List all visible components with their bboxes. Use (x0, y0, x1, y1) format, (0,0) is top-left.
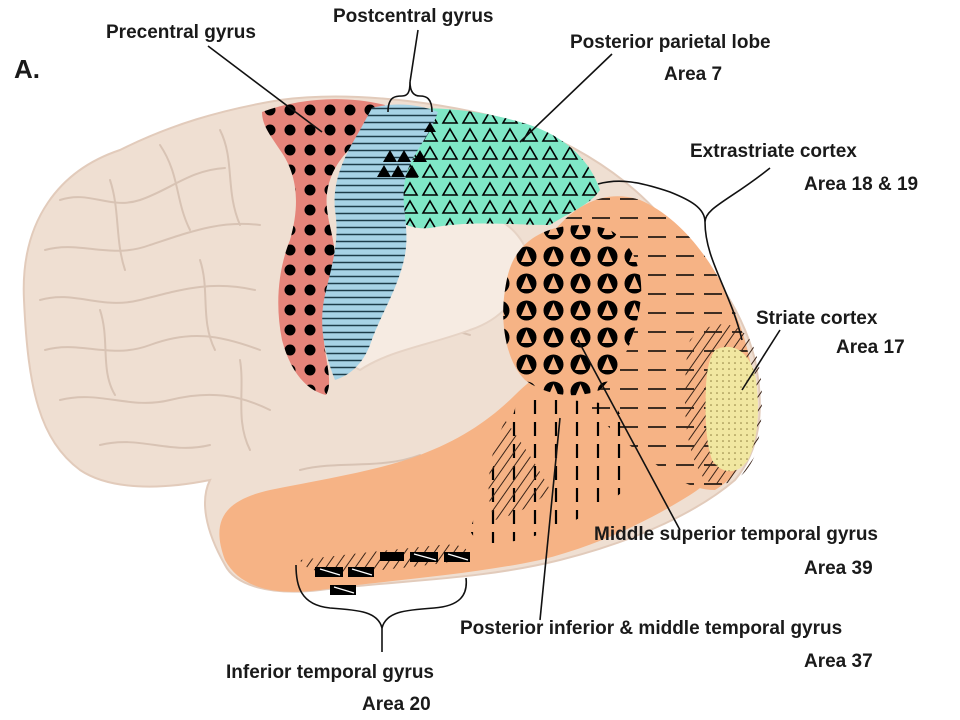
label-mst-area: Area 39 (804, 558, 873, 579)
label-postcentral-gyrus: Postcentral gyrus (333, 6, 494, 27)
postcentral-hlines (322, 104, 438, 380)
label-extrastriate-name: Extrastriate cortex (690, 141, 857, 162)
label-parietal-area: Area 7 (664, 64, 722, 85)
label-extrastriate-area: Area 18 & 19 (804, 174, 918, 195)
label-itg-area: Area 20 (362, 694, 431, 715)
label-pimt-area: Area 37 (804, 651, 873, 672)
striate-dots (705, 346, 758, 472)
leader-lines (207, 29, 781, 652)
label-itg-name: Inferior temporal gyrus (226, 662, 434, 683)
panel-label: A. (14, 54, 40, 84)
parietal-triangles (383, 108, 600, 229)
label-precentral-gyrus: Precentral gyrus (106, 22, 256, 43)
area39-symbols (503, 225, 642, 396)
label-pimt-name: Posterior inferior & middle temporal gyr… (460, 618, 842, 639)
temporal-hatch-upper (488, 420, 550, 520)
precentral-dots (262, 99, 385, 395)
itg-markers (315, 552, 470, 595)
label-mst-name: Middle superior temporal gyrus (594, 524, 878, 545)
label-parietal-name: Posterior parietal lobe (570, 32, 771, 53)
label-striate-name: Striate cortex (756, 308, 878, 329)
sensory-triangles (377, 122, 436, 177)
label-striate-area: Area 17 (836, 337, 905, 358)
frontal-gyri (39, 129, 471, 471)
